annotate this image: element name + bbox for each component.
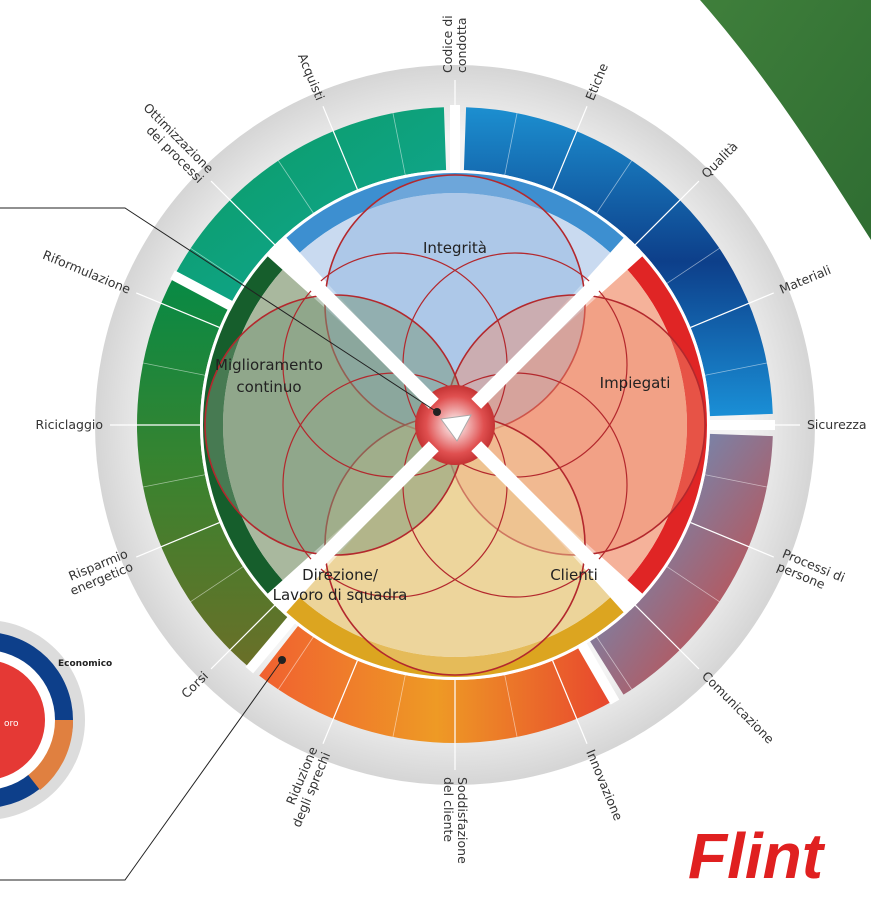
- inner-band-left: [202, 256, 283, 594]
- center-label-top: Integrità: [423, 239, 487, 257]
- label-tick: [552, 660, 588, 744]
- ring-gap: [576, 640, 620, 705]
- outer-label-line: Etiche: [582, 61, 611, 103]
- outer-label-line: Comunicazione: [699, 668, 777, 746]
- center-label-bottom-left-2: Lavoro di squadra: [273, 586, 408, 604]
- corner-green-shape: [700, 0, 871, 240]
- outer-label-line: Soddisfazione: [455, 777, 470, 864]
- segment-people: [463, 107, 773, 417]
- mini-label-partial: oro: [4, 719, 19, 729]
- outer-label-line: Materiali: [777, 262, 833, 297]
- label-tick: [634, 180, 700, 246]
- outer-label-2: Qualità: [698, 139, 740, 181]
- quadrant-gap: [269, 441, 439, 611]
- outer-label-line: del cliente: [441, 777, 456, 842]
- ring-divider: [190, 247, 244, 284]
- leader-dot-top: [433, 408, 441, 416]
- outer-label-5: Processi dipersone: [775, 546, 847, 598]
- flower-outlines: [170, 105, 775, 705]
- label-tick: [136, 292, 220, 328]
- quadrant-gap: [269, 239, 439, 409]
- outer-label-line: Codice di: [440, 15, 455, 73]
- center-label-bottom-left-1: Direzione/: [302, 566, 379, 584]
- mini-wheel: Economico oro: [0, 621, 112, 819]
- ring-divider: [143, 474, 205, 488]
- outer-label-line: Riciclaggio: [36, 417, 104, 432]
- leader-line-top: [0, 207, 438, 413]
- flint-logo: Flint: [688, 820, 826, 892]
- ring-divider: [705, 362, 767, 376]
- ring-divider: [504, 675, 518, 737]
- ring-gap: [170, 270, 235, 312]
- flower-center-star: [440, 414, 472, 442]
- label-tick: [552, 106, 588, 190]
- segment-integrity: [174, 107, 447, 306]
- ring-divider: [277, 636, 314, 690]
- outer-label-9: Riduzionedegli sprechi: [276, 744, 333, 829]
- outer-label-13: Riformulazione: [41, 247, 134, 297]
- inner-band-bottom: [286, 597, 624, 678]
- center-label-left-2: continuo: [236, 378, 301, 396]
- outer-label-6: Comunicazione: [699, 668, 777, 746]
- ring-divider: [143, 362, 205, 376]
- outer-label-line: Acquisti: [295, 51, 328, 102]
- center-label-left-1: Miglioramento: [215, 356, 323, 374]
- quadrant-gap: [471, 441, 641, 611]
- outer-label-3: Materiali: [777, 262, 833, 297]
- ring-divider: [596, 160, 633, 214]
- outer-label-line: condotta: [454, 18, 469, 74]
- quadrant-right: [477, 269, 688, 581]
- segment-environment: [136, 275, 292, 669]
- ring-divider: [666, 247, 720, 284]
- ring-divider: [392, 675, 406, 737]
- ring-gap: [245, 614, 297, 674]
- outer-label-line: Qualità: [698, 139, 740, 181]
- ring-divider: [596, 636, 633, 690]
- ring-divider: [504, 113, 518, 175]
- outer-label-15: Acquisti: [295, 51, 328, 102]
- label-tick: [136, 522, 220, 558]
- outer-label-line: Sicurezza: [807, 417, 867, 432]
- ring-divider: [705, 474, 767, 488]
- ring-divider: [190, 566, 244, 603]
- segment-communication: [590, 433, 773, 695]
- label-tick: [210, 604, 276, 670]
- quadrant-gap: [471, 239, 641, 409]
- label-tick: [210, 180, 276, 246]
- center-label-bottom-right: Clienti: [550, 566, 598, 584]
- outer-label-8: Soddisfazionedel cliente: [441, 777, 470, 864]
- inner-band-right: [627, 256, 708, 594]
- outer-label-0: Codice dicondotta: [440, 15, 469, 73]
- inner-band-top: [286, 172, 624, 253]
- ring-divider: [277, 160, 314, 214]
- label-tick: [322, 106, 358, 190]
- segment-client: [259, 625, 614, 743]
- leader-line-bottom: [0, 659, 283, 881]
- outer-label-7: Innovazione: [583, 747, 626, 823]
- outer-label-line: Riformulazione: [41, 247, 134, 297]
- outer-label-11: Risparmioenergetico: [62, 546, 135, 598]
- label-tick: [634, 604, 700, 670]
- inner-quadrant-ring: [202, 172, 708, 678]
- ring-divider: [666, 566, 720, 603]
- outer-label-1: Etiche: [582, 61, 611, 103]
- center-label-right: Impiegati: [600, 374, 671, 392]
- outer-label-12: Riciclaggio: [36, 417, 104, 432]
- outer-label-line: Innovazione: [583, 747, 626, 823]
- outer-label-14: Ottimizzazionedei processi: [131, 100, 217, 186]
- ring-divider: [392, 113, 406, 175]
- leader-dot-bottom: [278, 656, 286, 664]
- outer-label-4: Sicurezza: [807, 417, 867, 432]
- label-tick: [322, 660, 358, 744]
- label-tick: [690, 292, 774, 328]
- label-tick: [690, 522, 774, 558]
- quadrant-bottom: [299, 447, 611, 657]
- mini-label-economico: Economico: [58, 659, 112, 669]
